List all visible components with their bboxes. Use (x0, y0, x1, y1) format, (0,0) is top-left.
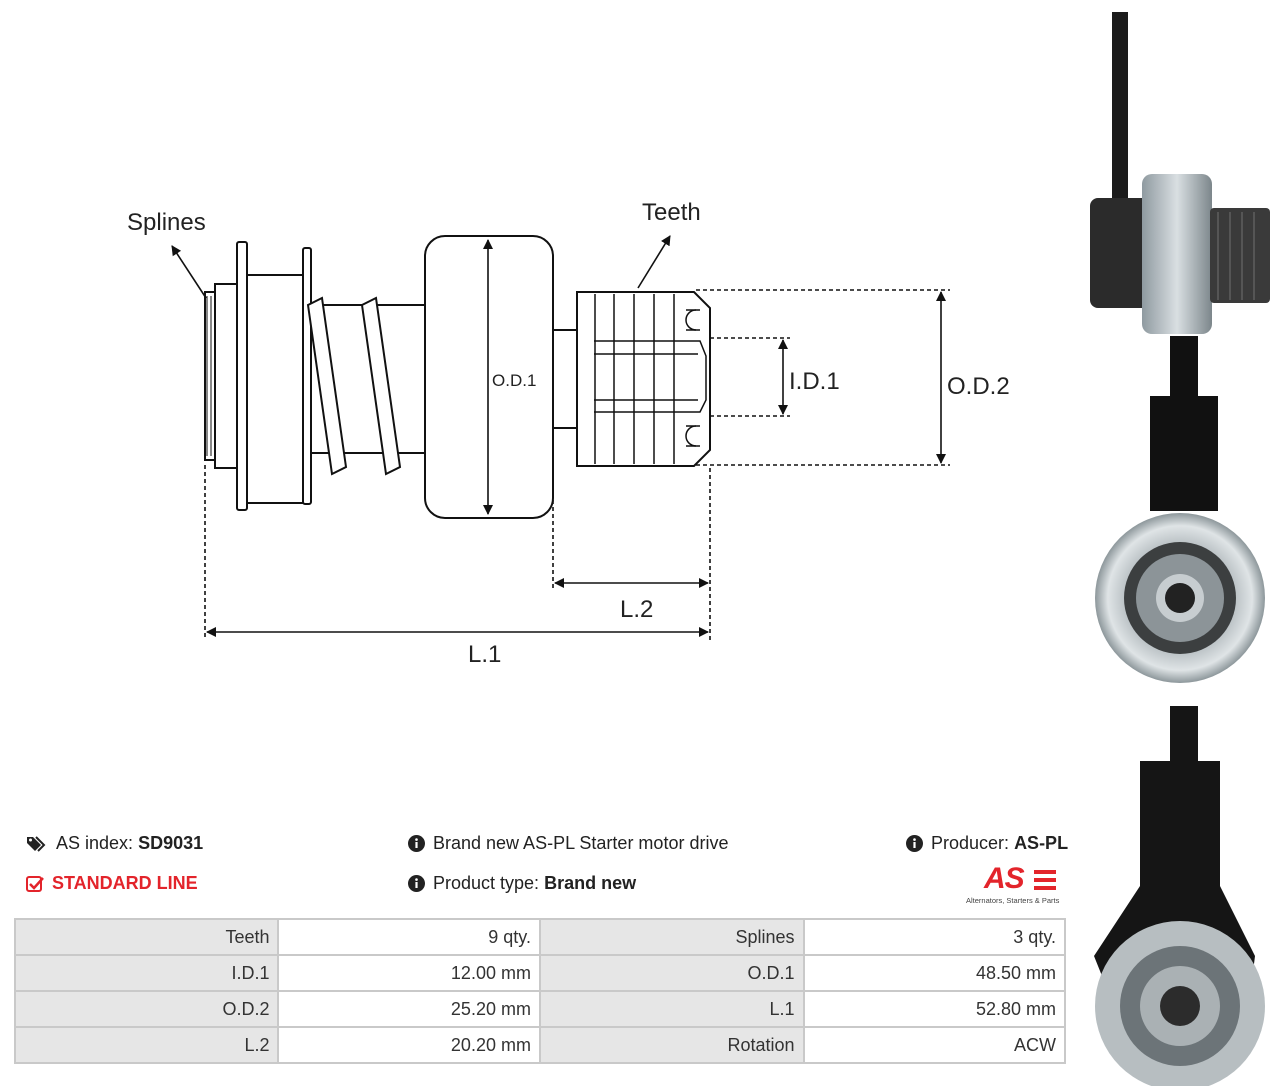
label-id1: I.D.1 (789, 368, 840, 395)
product-photo-front (1095, 336, 1265, 683)
product-type-value: Brand new (544, 873, 637, 893)
spec-value: 52.80 mm (802, 990, 1066, 1028)
description: Brand new AS-PL Starter motor drive (408, 833, 728, 854)
as-index-label: AS index: (56, 833, 134, 853)
spec-key: Rotation (538, 1026, 805, 1064)
spec-key: I.D.1 (13, 954, 280, 992)
as-logo-mark: AS (984, 862, 1025, 895)
spec-key: L.2 (13, 1026, 280, 1064)
label-od1: O.D.1 (492, 371, 536, 390)
info-icon (408, 875, 425, 892)
spec-value: 25.20 mm (277, 990, 541, 1028)
spec-key: L.1 (538, 990, 805, 1028)
product-photo-back (1094, 706, 1265, 1086)
table-row: I.D.1 12.00 mm O.D.1 48.50 mm (13, 954, 1066, 992)
spec-key: O.D.2 (13, 990, 280, 1028)
product-photo-side (1090, 12, 1270, 334)
table-row: L.2 20.20 mm Rotation ACW (13, 1026, 1066, 1064)
spec-value: 20.20 mm (277, 1026, 541, 1064)
label-teeth: Teeth (642, 199, 701, 226)
description-text: Brand new AS-PL Starter motor drive (433, 833, 729, 853)
spec-value: 12.00 mm (277, 954, 541, 992)
label-l1: L.1 (468, 641, 501, 668)
product-type: Product type: Brand new (408, 873, 636, 894)
helix-coils (306, 296, 402, 476)
flange-right (302, 247, 312, 505)
info-icon (906, 835, 923, 852)
producer-value: AS-PL (1014, 833, 1069, 853)
as-logo: AS Alternators, Starters & Parts (962, 862, 1068, 908)
flange-left (236, 241, 248, 511)
spec-value: 3 qty. (802, 918, 1066, 956)
spec-key: Splines (538, 918, 805, 956)
label-l2: L.2 (620, 596, 653, 623)
as-logo-stripes (1034, 870, 1056, 890)
producer-label: Producer: (931, 833, 1010, 853)
spec-value: 48.50 mm (802, 954, 1066, 992)
technical-drawing: Splines Teeth O.D.1 I.D.1 O.D.2 L.2 L.1 (127, 199, 1010, 668)
tags-icon (26, 835, 48, 853)
product-type-label: Product type: (433, 873, 540, 893)
check-square-icon (26, 875, 44, 893)
producer: Producer: AS-PL (906, 833, 1068, 854)
label-splines: Splines (127, 209, 206, 236)
spec-key: O.D.1 (538, 954, 805, 992)
table-row: O.D.2 25.20 mm L.1 52.80 mm (13, 990, 1066, 1028)
label-od2: O.D.2 (947, 373, 1010, 400)
spec-key: Teeth (13, 918, 280, 956)
as-index-value: SD9031 (138, 833, 204, 853)
pinion-gear (576, 291, 711, 467)
as-index: AS index: SD9031 (26, 833, 203, 854)
specs-table: Teeth 9 qty. Splines 3 qty. I.D.1 12.00 … (13, 918, 1066, 1064)
spec-value: ACW (802, 1026, 1066, 1064)
spec-value: 9 qty. (277, 918, 541, 956)
spline-end (204, 283, 238, 469)
as-logo-tagline: Alternators, Starters & Parts (966, 896, 1060, 905)
standard-line: STANDARD LINE (26, 873, 198, 894)
table-row: Teeth 9 qty. Splines 3 qty. (13, 918, 1066, 956)
info-icon (408, 835, 425, 852)
standard-line-label: STANDARD LINE (52, 873, 198, 893)
